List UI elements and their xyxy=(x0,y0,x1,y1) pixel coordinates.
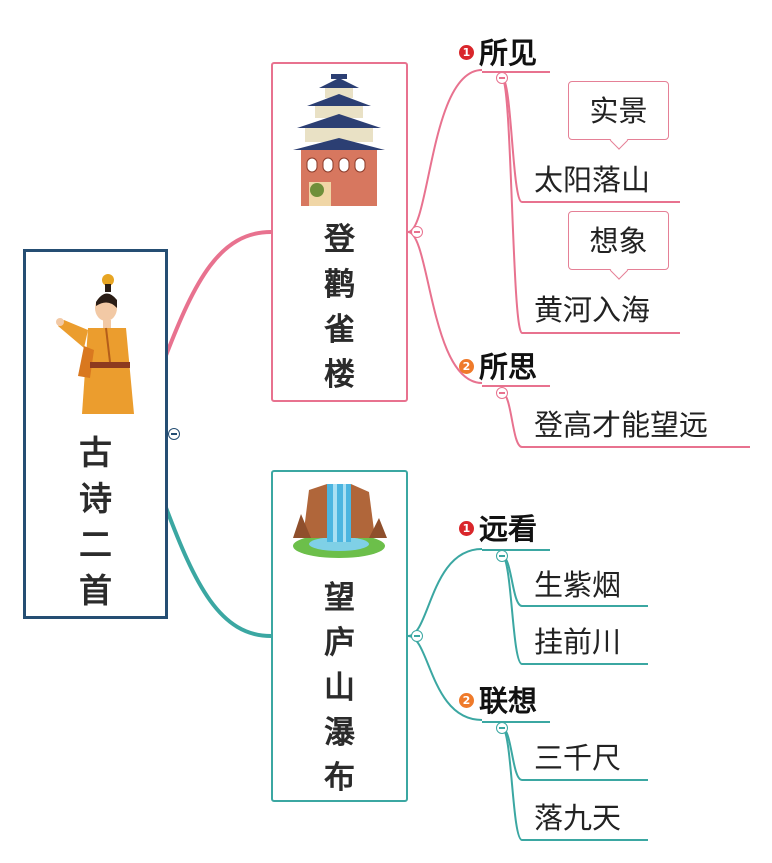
leaf-item[interactable]: 三千尺 xyxy=(534,741,622,775)
root-title: 古 诗 二 首 xyxy=(79,433,112,610)
number-badge: 2 xyxy=(459,692,474,708)
waterfall-illustration xyxy=(293,484,387,558)
leaf-item[interactable]: 生紫烟 xyxy=(534,568,622,602)
callout-note: 想象 xyxy=(568,211,669,270)
collapse-icon[interactable] xyxy=(496,72,508,84)
collapse-icon[interactable] xyxy=(496,387,508,399)
number-badge: 2 xyxy=(459,358,474,374)
leaf-item[interactable]: 落九天 xyxy=(534,801,622,835)
collapse-icon[interactable] xyxy=(411,226,423,238)
number-badge: 1 xyxy=(459,44,474,60)
poem-title: 望 庐 山 瀑 布 xyxy=(324,580,355,796)
leaf-item[interactable]: 黄河入海 xyxy=(534,293,651,327)
root-node[interactable]: 古 诗 二 首 xyxy=(23,249,168,619)
collapse-icon[interactable] xyxy=(411,630,423,642)
collapse-icon[interactable] xyxy=(168,428,180,440)
collapse-icon[interactable] xyxy=(496,722,508,734)
collapse-icon[interactable] xyxy=(496,550,508,562)
poem-node-wanglushanpubu[interactable]: 望 庐 山 瀑 布 xyxy=(271,470,408,802)
scholar-figure-illustration xyxy=(56,274,134,414)
leaf-item[interactable]: 挂前川 xyxy=(534,625,622,659)
poem-title: 登 鹳 雀 楼 xyxy=(324,222,355,393)
poem-node-dengquelou[interactable]: 登 鹳 雀 楼 xyxy=(271,62,408,402)
leaf-item[interactable]: 太阳落山 xyxy=(534,163,651,197)
callout-note: 实景 xyxy=(568,81,669,140)
pagoda-tower-illustration xyxy=(293,74,385,206)
number-badge: 1 xyxy=(459,520,474,536)
leaf-item[interactable]: 登高才能望远 xyxy=(534,408,709,442)
